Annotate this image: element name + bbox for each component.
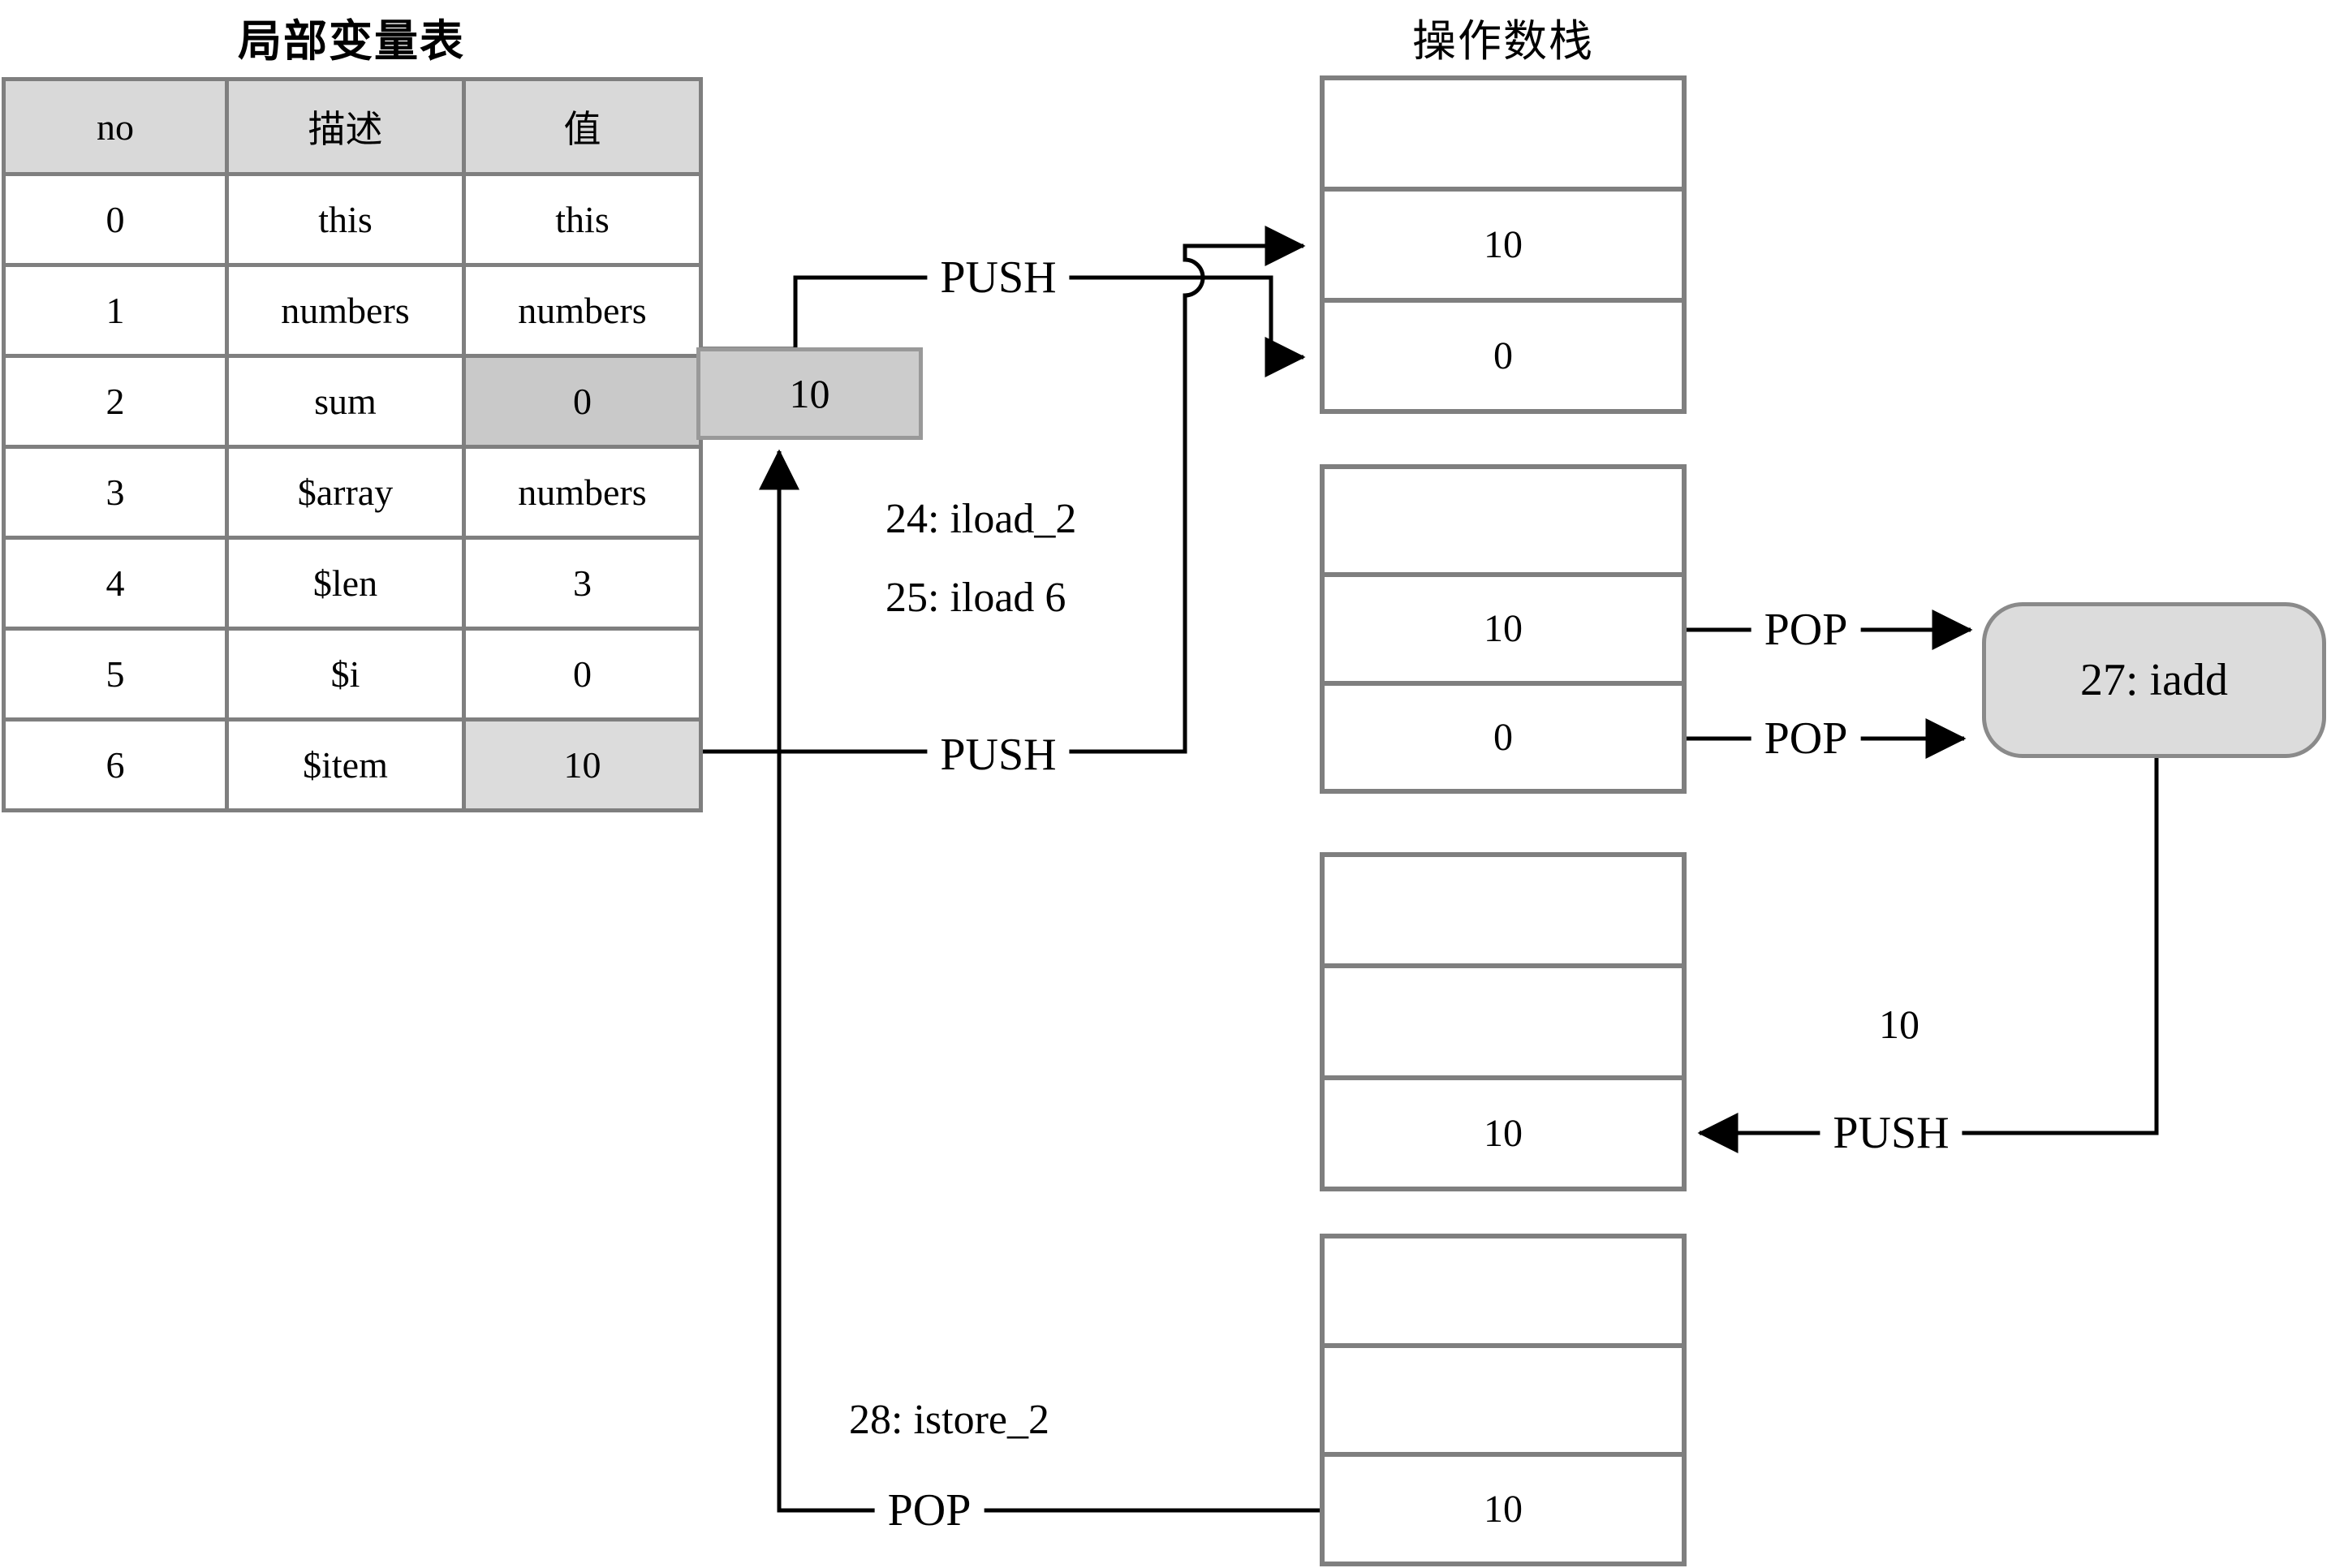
table-cell-value: numbers [466, 267, 699, 354]
operand-stack-title: 操作数栈 [1412, 17, 1594, 66]
stack-cell: 10 [1325, 1457, 1682, 1562]
stack-cell: 10 [1325, 192, 1682, 298]
bytecode-label-iload2: 24: iload_2 [881, 498, 1082, 541]
table-cell-value: 0 [466, 631, 699, 717]
column-header-no: no [6, 81, 225, 172]
table-cell-value-sum-highlighted: 0 [466, 358, 699, 445]
table-cell-no: 1 [6, 267, 225, 354]
stack-cell [1325, 1347, 1682, 1453]
result-value-label: 10 [1879, 1002, 1920, 1047]
bytecode-label-iload6: 25: iload 6 [881, 577, 1071, 619]
table-cell-no: 2 [6, 358, 225, 445]
table-cell-desc: $len [229, 540, 462, 627]
local-variable-table-title: 局部变量表 [238, 17, 465, 66]
table-cell-desc: $i [229, 631, 462, 717]
table-cell-value: 3 [466, 540, 699, 627]
arrow-push-iload6 [703, 226, 1306, 754]
table-cell-value: numbers [466, 449, 699, 536]
table-cell-desc: this [229, 176, 462, 263]
stack-cell [1325, 1238, 1682, 1343]
column-header-value: 值 [466, 81, 699, 172]
operand-stack-state-1: 10 0 [1320, 75, 1687, 414]
stack-cell: 10 [1325, 577, 1682, 681]
pop-label-bottom-operand: POP [1751, 716, 1861, 761]
stack-cell [1325, 857, 1682, 964]
pop-label-istore2: POP [874, 1488, 985, 1533]
stack-cell: 0 [1325, 685, 1682, 789]
stack-cell: 0 [1325, 303, 1682, 409]
operand-stack-state-2: 10 0 [1320, 464, 1687, 794]
arrow-pop-istore2 [759, 449, 1320, 1513]
local-variable-table: no 描述 值 0 this this 1 numbers numbers 2 … [2, 77, 703, 812]
push-label-result: PUSH [1820, 1110, 1963, 1156]
operand-stack-state-4: 10 [1320, 1234, 1687, 1566]
table-cell-no: 4 [6, 540, 225, 627]
table-cell-no: 3 [6, 449, 225, 536]
stored-value: 10 [789, 371, 830, 416]
arrow-push-result [1697, 758, 2159, 1153]
stack-cell [1325, 469, 1682, 573]
pop-label-top-operand: POP [1751, 607, 1861, 653]
table-cell-desc: $item [229, 722, 462, 808]
operand-stack-state-3: 10 [1320, 852, 1687, 1191]
column-header-desc: 描述 [229, 81, 462, 172]
stack-cell [1325, 80, 1682, 187]
bytecode-label-istore2: 28: istore_2 [844, 1399, 1054, 1441]
table-cell-value: this [466, 176, 699, 263]
stored-value-box: 10 [696, 347, 923, 440]
push-label-iload2: PUSH [927, 255, 1070, 300]
table-cell-no: 6 [6, 722, 225, 808]
stack-cell: 10 [1325, 1079, 1682, 1187]
table-cell-desc: sum [229, 358, 462, 445]
stack-cell [1325, 968, 1682, 1075]
push-label-iload6: PUSH [927, 732, 1070, 778]
iadd-instruction-box: 27: iadd [1982, 602, 2326, 758]
table-cell-desc: $array [229, 449, 462, 536]
table-cell-no: 0 [6, 176, 225, 263]
table-cell-desc: numbers [229, 267, 462, 354]
table-cell-no: 5 [6, 631, 225, 717]
table-cell-value-item-highlighted: 10 [466, 722, 699, 808]
